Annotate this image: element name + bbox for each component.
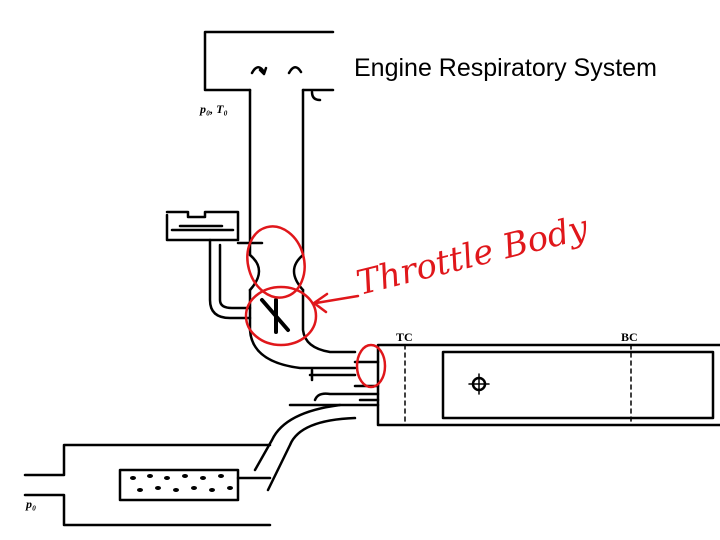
plenum-arrow-left <box>250 66 268 76</box>
muffler-body <box>23 443 272 527</box>
piston <box>441 350 715 420</box>
float-bowl <box>165 210 240 242</box>
throttle-circle <box>244 285 318 347</box>
annotation-arrow <box>311 292 360 314</box>
venturi-circle <box>246 225 306 299</box>
muffler-perforations <box>130 474 233 492</box>
exhaust-valve <box>313 392 380 402</box>
exhaust-runner-outer <box>266 416 357 492</box>
exhaust-pressure-label: p₀ <box>25 497 36 511</box>
venturi-right <box>292 253 305 292</box>
plenum-arrow-right <box>287 66 303 75</box>
bc-label: BC <box>621 330 638 344</box>
runner-bend-inner <box>301 288 357 354</box>
intake-valve <box>308 360 380 388</box>
tc-label: TC <box>396 330 413 344</box>
plenum-flow-curve <box>310 90 322 102</box>
valve-circle <box>355 343 387 389</box>
slide-title: Engine Respiratory System <box>350 52 661 85</box>
intake-plenum <box>203 30 335 92</box>
throttle-body-annotation: Throttle Body <box>353 207 593 303</box>
fuel-passage-inner <box>218 243 252 310</box>
cylinder-wall <box>376 343 720 427</box>
fuel-passage <box>208 238 252 320</box>
piston-pin-cross <box>468 373 490 395</box>
venturi-left <box>248 253 261 292</box>
throttle-annotation <box>244 225 387 389</box>
float-bowl-fuel <box>170 224 235 232</box>
muffler-perforated-tube <box>118 468 240 502</box>
exhaust-runner-inner <box>253 403 342 472</box>
inlet-conditions-label: p₀, T₀ <box>199 102 228 116</box>
